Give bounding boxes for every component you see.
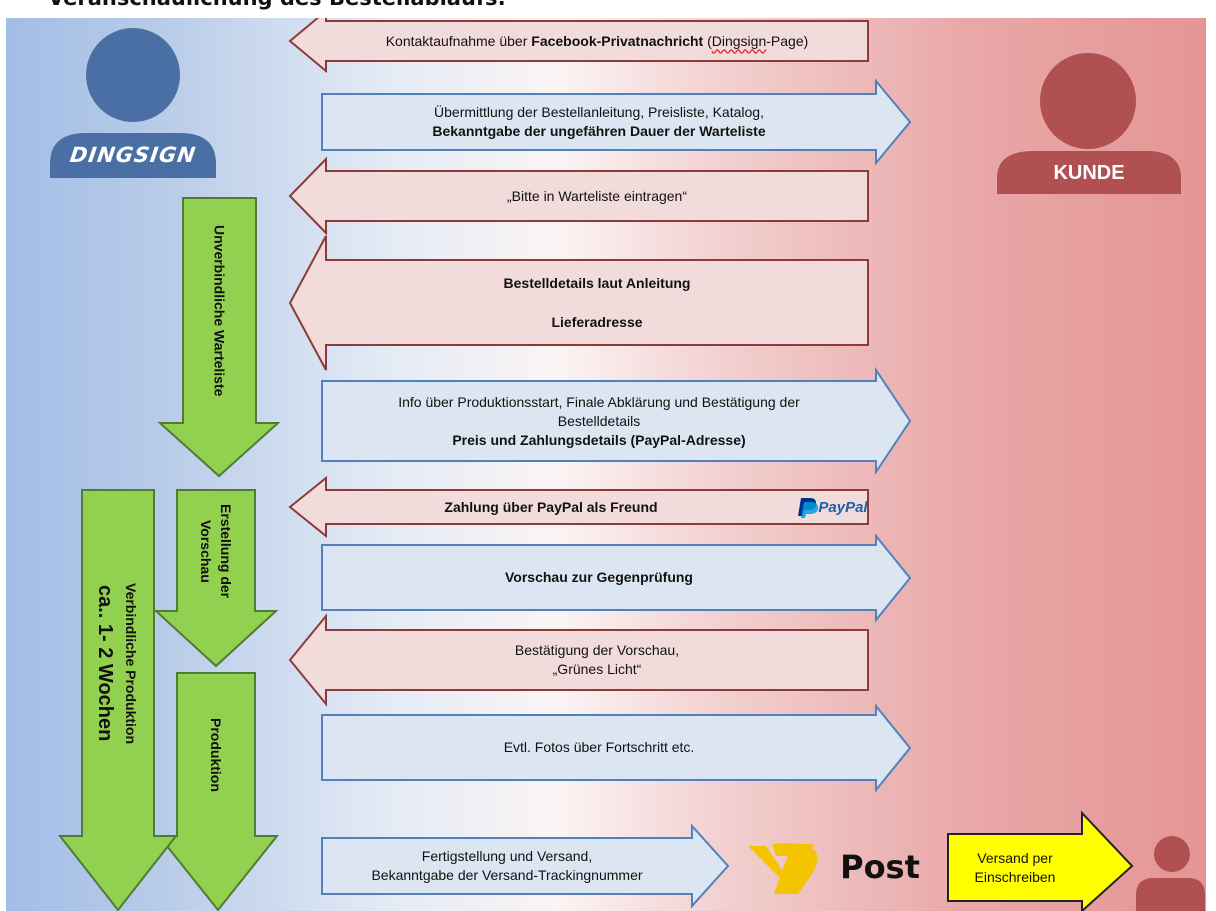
paypal-logo-icon [798, 498, 819, 518]
phase-warteliste-label: Unverbindliche Warteliste [211, 225, 228, 397]
phase-vorschau-label: Erstellung der Vorschau [198, 503, 234, 599]
phase-arrow-warteliste [157, 197, 281, 478]
phase-verbindlich-label: Verbindliche Produktion ca.. 1- 2 Wochen [94, 582, 139, 745]
arrow-to-dingsign-1 [288, 18, 869, 74]
post-horn-icon [748, 843, 818, 894]
diagram-shapes [50, 18, 1205, 911]
arrow-to-dingsign-3 [288, 235, 869, 371]
phase-arrow-vorschau [153, 489, 279, 668]
arrow-to-customer-1 [321, 78, 912, 166]
step-10-text: Fertigstellung und Versand, Bekanntgabe … [371, 848, 643, 883]
step-4-text: Bestelldetails laut Anleitung Lieferadre… [503, 274, 691, 330]
dingsign-logo: DINGSIGN [68, 142, 198, 167]
diagram-canvas: DINGSIGN KUNDE Kontaktaufnahme über Face… [6, 18, 1206, 911]
step-9-text: Evtl. Fotos über Fortschritt etc. [503, 739, 695, 755]
step-8-text: Bestätigung der Vorschau, „Grünes Licht“ [514, 642, 680, 677]
phase-arrow-verbindlich [57, 489, 179, 911]
shipping-text: Versand per Einschreiben [974, 849, 1056, 885]
kunde-person-icon [997, 53, 1181, 194]
arrow-to-dingsign-4 [288, 475, 869, 539]
step-5-text: Info über Produktionsstart, Finale Abklä… [398, 393, 800, 448]
dingsign-person-icon [50, 28, 216, 178]
arrow-to-dingsign-2 [288, 156, 869, 236]
arrow-to-customer-4 [321, 703, 912, 793]
arrow-to-customer-2 [321, 366, 912, 476]
post-logo-text: Post [840, 847, 920, 886]
step-6-text: Zahlung über PayPal als Freund [444, 498, 658, 515]
step-1-text: Kontaktaufnahme über Facebook-Privatnach… [385, 32, 809, 49]
arrow-to-customer-5 [321, 823, 730, 909]
arrow-to-dingsign-5 [288, 613, 869, 707]
paypal-logo-text: PayPal [818, 498, 868, 516]
step-7-text: Vorschau zur Gegenprüfung [505, 569, 693, 585]
page-title: Veranschaulichung des Bestellablaufs: [48, 0, 506, 10]
phase-produktion-label: Produktion [208, 718, 224, 792]
small-person-icon [1136, 836, 1205, 911]
shipping-arrow [947, 810, 1134, 911]
kunde-label: KUNDE [1053, 161, 1125, 184]
step-3-text: „Bitte in Warteliste eintragen“ [507, 187, 687, 204]
arrow-to-customer-3 [321, 533, 912, 623]
step-2-text: Übermittlung der Bestellanleitung, Preis… [432, 104, 766, 139]
